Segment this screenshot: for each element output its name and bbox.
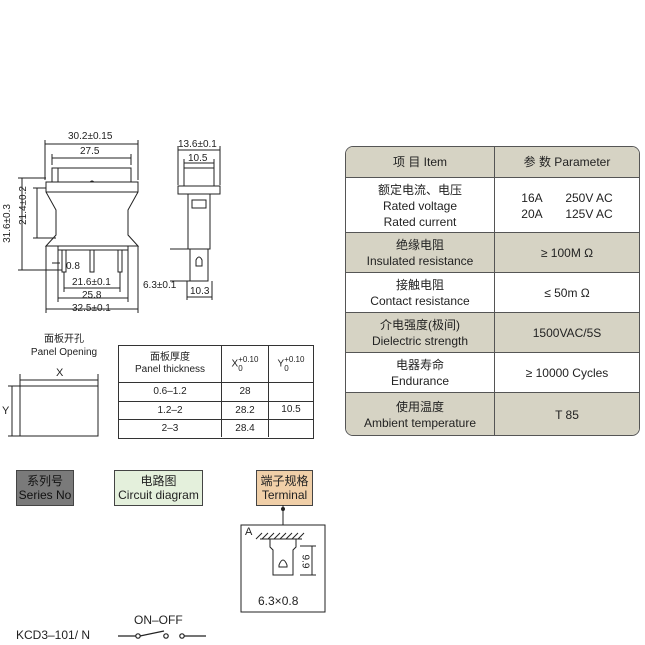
terminal-box: 端子规格 Terminal (256, 470, 313, 506)
panel-table-head-cn: 面板厚度 (149, 352, 190, 363)
panel-opening-drawing (8, 374, 99, 437)
model-code: KCD3–101/ N (16, 628, 91, 642)
panel-y-label: Y (2, 405, 10, 417)
switch-symbol-icon (118, 630, 206, 639)
table-row: 2–3 28.4 (119, 420, 313, 437)
dim-side-width: 13.6±0.1 (178, 139, 217, 150)
dim-pin-span: 21.6±0.1 (72, 277, 111, 288)
switch-label: ON–OFF (134, 613, 183, 627)
table-row: 0.6–1.2 28 (119, 382, 313, 402)
table-row: 介电强度(极间)Dielectric strength 1500VAC/5S (346, 312, 639, 353)
table-row: 1.2–2 28.2 (119, 402, 313, 420)
terminal-label-a: A (245, 526, 253, 538)
panel-opening-title-en: Panel Opening (30, 347, 98, 358)
panel-table-head-en: Panel thickness (134, 364, 206, 375)
panel-table-y-value: 10.5 (281, 404, 301, 415)
dim-side-base: 10.3 (190, 286, 210, 297)
parameter-table-header: 项 目 Item 参 数 Parameter (346, 147, 639, 177)
panel-x-label: X (56, 367, 64, 379)
dim-height-outer: 31.6±0.3 (1, 204, 13, 243)
terminal-size: 6.3×0.8 (258, 594, 299, 608)
dim-overall-width: 32.5±0.1 (72, 303, 111, 314)
dim-top-inner: 27.5 (80, 146, 100, 157)
dim-height-inner: 21.4±0.2 (17, 186, 29, 225)
dim-base-width: 25.8 (82, 290, 102, 301)
series-no-box: 系列号 Series No (16, 470, 74, 506)
dim-top-width: 30.2±0.15 (68, 131, 113, 142)
terminal-drawing (240, 505, 326, 613)
dim-side-inner: 10.5 (188, 153, 208, 164)
parameter-table: 项 目 Item 参 数 Parameter 额定电流、电压 Rated vol… (345, 146, 640, 436)
terminal-dim-height: 9.9 (299, 554, 311, 569)
table-row: 额定电流、电压 Rated voltage Rated current 16A … (346, 177, 639, 233)
panel-opening-title: 面板开孔 Panel Opening (24, 333, 104, 359)
circuit-diagram-box: 电路图 Circuit diagram (114, 470, 203, 506)
dim-side-pin: 6.3±0.1 (143, 280, 177, 291)
side-view-drawing (170, 146, 221, 300)
panel-opening-title-cn: 面板开孔 (44, 334, 84, 345)
header-item: 项 目 Item (346, 147, 495, 177)
dim-pin-thick: 0.8 (66, 261, 80, 272)
front-view-drawing (18, 140, 140, 313)
header-parameter: 参 数 Parameter (523, 155, 611, 169)
